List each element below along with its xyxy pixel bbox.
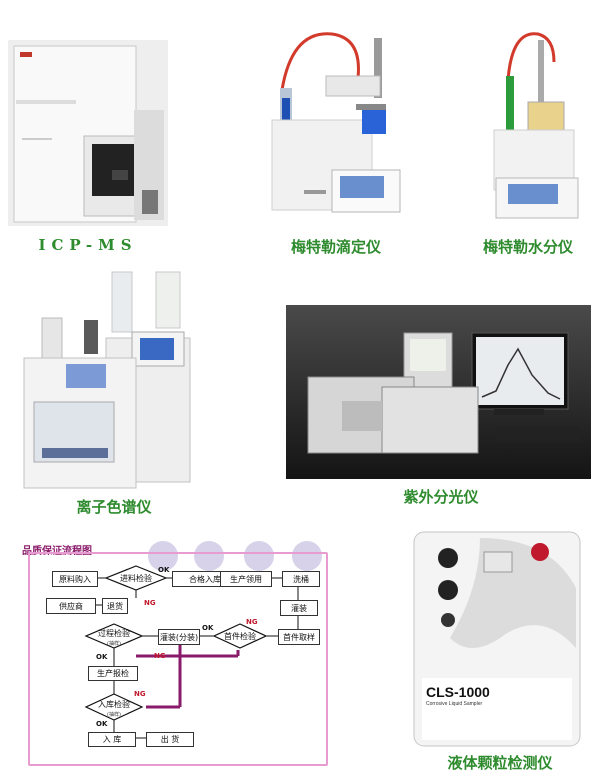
water-analyzer-photo: [478, 10, 582, 232]
box-raw-purchase: 原料购入: [52, 571, 98, 587]
box-shipping: 出 货: [146, 732, 194, 747]
cls1000-model-label: CLS-1000: [426, 684, 490, 700]
decor-circle-4: [292, 541, 322, 571]
text-storage-check: 入库检验: [98, 700, 130, 709]
label-ng-incoming: NG: [144, 599, 156, 607]
titrator-caption: 梅特勒滴定仪: [290, 238, 381, 256]
box-production-report: 生产报检: [88, 666, 138, 681]
box-storage: 入 库: [88, 732, 136, 747]
cls1000-subtitle: Corrosive Liquid Sampler: [426, 701, 483, 707]
label-ng-process: NG: [154, 652, 166, 660]
label-ok-storage: OK: [96, 720, 108, 728]
uv-spectrophotometer-caption: 紫外分光仪: [403, 488, 479, 506]
decor-circle-2: [194, 541, 224, 571]
box-filling: 灌装: [280, 600, 318, 616]
flowchart-title: 品质保证流程图: [22, 546, 92, 557]
decor-circle-3: [244, 541, 274, 571]
icpms-photo: [8, 40, 168, 226]
text-storage-sampling: (抽样): [107, 712, 121, 718]
text-process-sampling: (抽样): [107, 641, 121, 647]
water-analyzer-caption: 梅特勒水分仪: [482, 238, 573, 256]
ion-chromatograph-illustration: [22, 262, 198, 494]
box-production-pick: 生产领用: [220, 571, 272, 587]
icpms-caption: ICP-MS: [38, 236, 138, 254]
text-incoming-check: 进料检验: [120, 574, 152, 583]
titrator-illustration: [262, 20, 410, 232]
text-process-check: 过程检验: [98, 629, 130, 638]
uv-spectrophotometer-photo: [286, 305, 591, 479]
text-first-check: 首件检验: [224, 632, 256, 641]
box-wash-bottle: 洗桶: [282, 571, 320, 587]
water-analyzer-illustration: [478, 10, 582, 232]
uv-spectrophotometer-illustration: [286, 305, 591, 479]
label-ok-incoming: OK: [158, 566, 170, 574]
particle-counter-caption: 液体颗粒检测仪: [447, 754, 553, 772]
label-ok-first: OK: [202, 624, 214, 632]
flowchart-frame: [28, 552, 328, 766]
box-fill-split: 灌装(分装): [158, 629, 200, 645]
cls1000-photo: [410, 528, 584, 750]
box-supplier: 供应商: [46, 598, 96, 614]
label-ok-process: OK: [96, 653, 108, 661]
label-ng-storage: NG: [134, 690, 146, 698]
box-return-goods: 退货: [102, 598, 128, 614]
label-ng-first: NG: [246, 618, 258, 626]
icpms-illustration: [8, 40, 168, 226]
ion-chromatograph-caption: 离子色谱仪: [76, 498, 152, 516]
cls1000-illustration: [413, 531, 581, 747]
box-first-sample: 首件取样: [278, 629, 320, 645]
ion-chromatograph-photo: [22, 262, 198, 494]
titrator-photo: [262, 20, 410, 232]
